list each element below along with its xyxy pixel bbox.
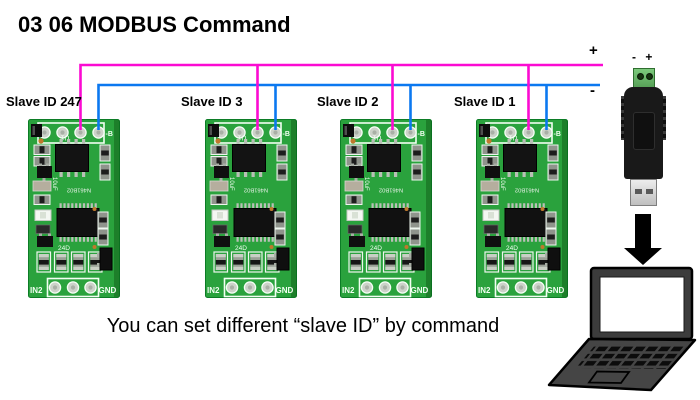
adapter-grip-ridges [621, 96, 624, 140]
usb-contact-slot [635, 189, 642, 194]
pcb-module-3 [205, 119, 297, 298]
down-arrow-shaft [635, 214, 651, 249]
pcb-module-247 [28, 119, 120, 298]
laptop-screen [599, 276, 685, 333]
bus-minus-label: - [590, 82, 595, 99]
usb-connector [630, 179, 657, 206]
terminal-screw [645, 73, 653, 80]
pcb-module-2 [340, 119, 432, 298]
bus-plus-label: + [589, 42, 598, 59]
adapter-polarity-label: - + [632, 50, 656, 64]
laptop-keyboard [576, 344, 688, 369]
adapter-grip-ridges [663, 96, 666, 140]
terminal-screw [636, 73, 644, 80]
page-title: 03 06 MODBUS Command [18, 12, 291, 37]
laptop-trackpad [587, 370, 631, 384]
laptop-illustration [547, 266, 697, 392]
module-label-2: Slave ID 2 [317, 94, 379, 109]
caption-text: You can set different “slave ID” by comm… [106, 315, 500, 337]
usb-logo-emboss [633, 112, 655, 150]
usb-contact-slot [646, 189, 653, 194]
usb-adapter-body [624, 87, 663, 179]
module-label-247: Slave ID 247 [6, 94, 82, 109]
adapter-terminal-block [633, 68, 655, 88]
module-label-3: Slave ID 3 [181, 94, 243, 109]
down-arrow-head [624, 248, 662, 265]
module-label-1: Slave ID 1 [454, 94, 516, 109]
